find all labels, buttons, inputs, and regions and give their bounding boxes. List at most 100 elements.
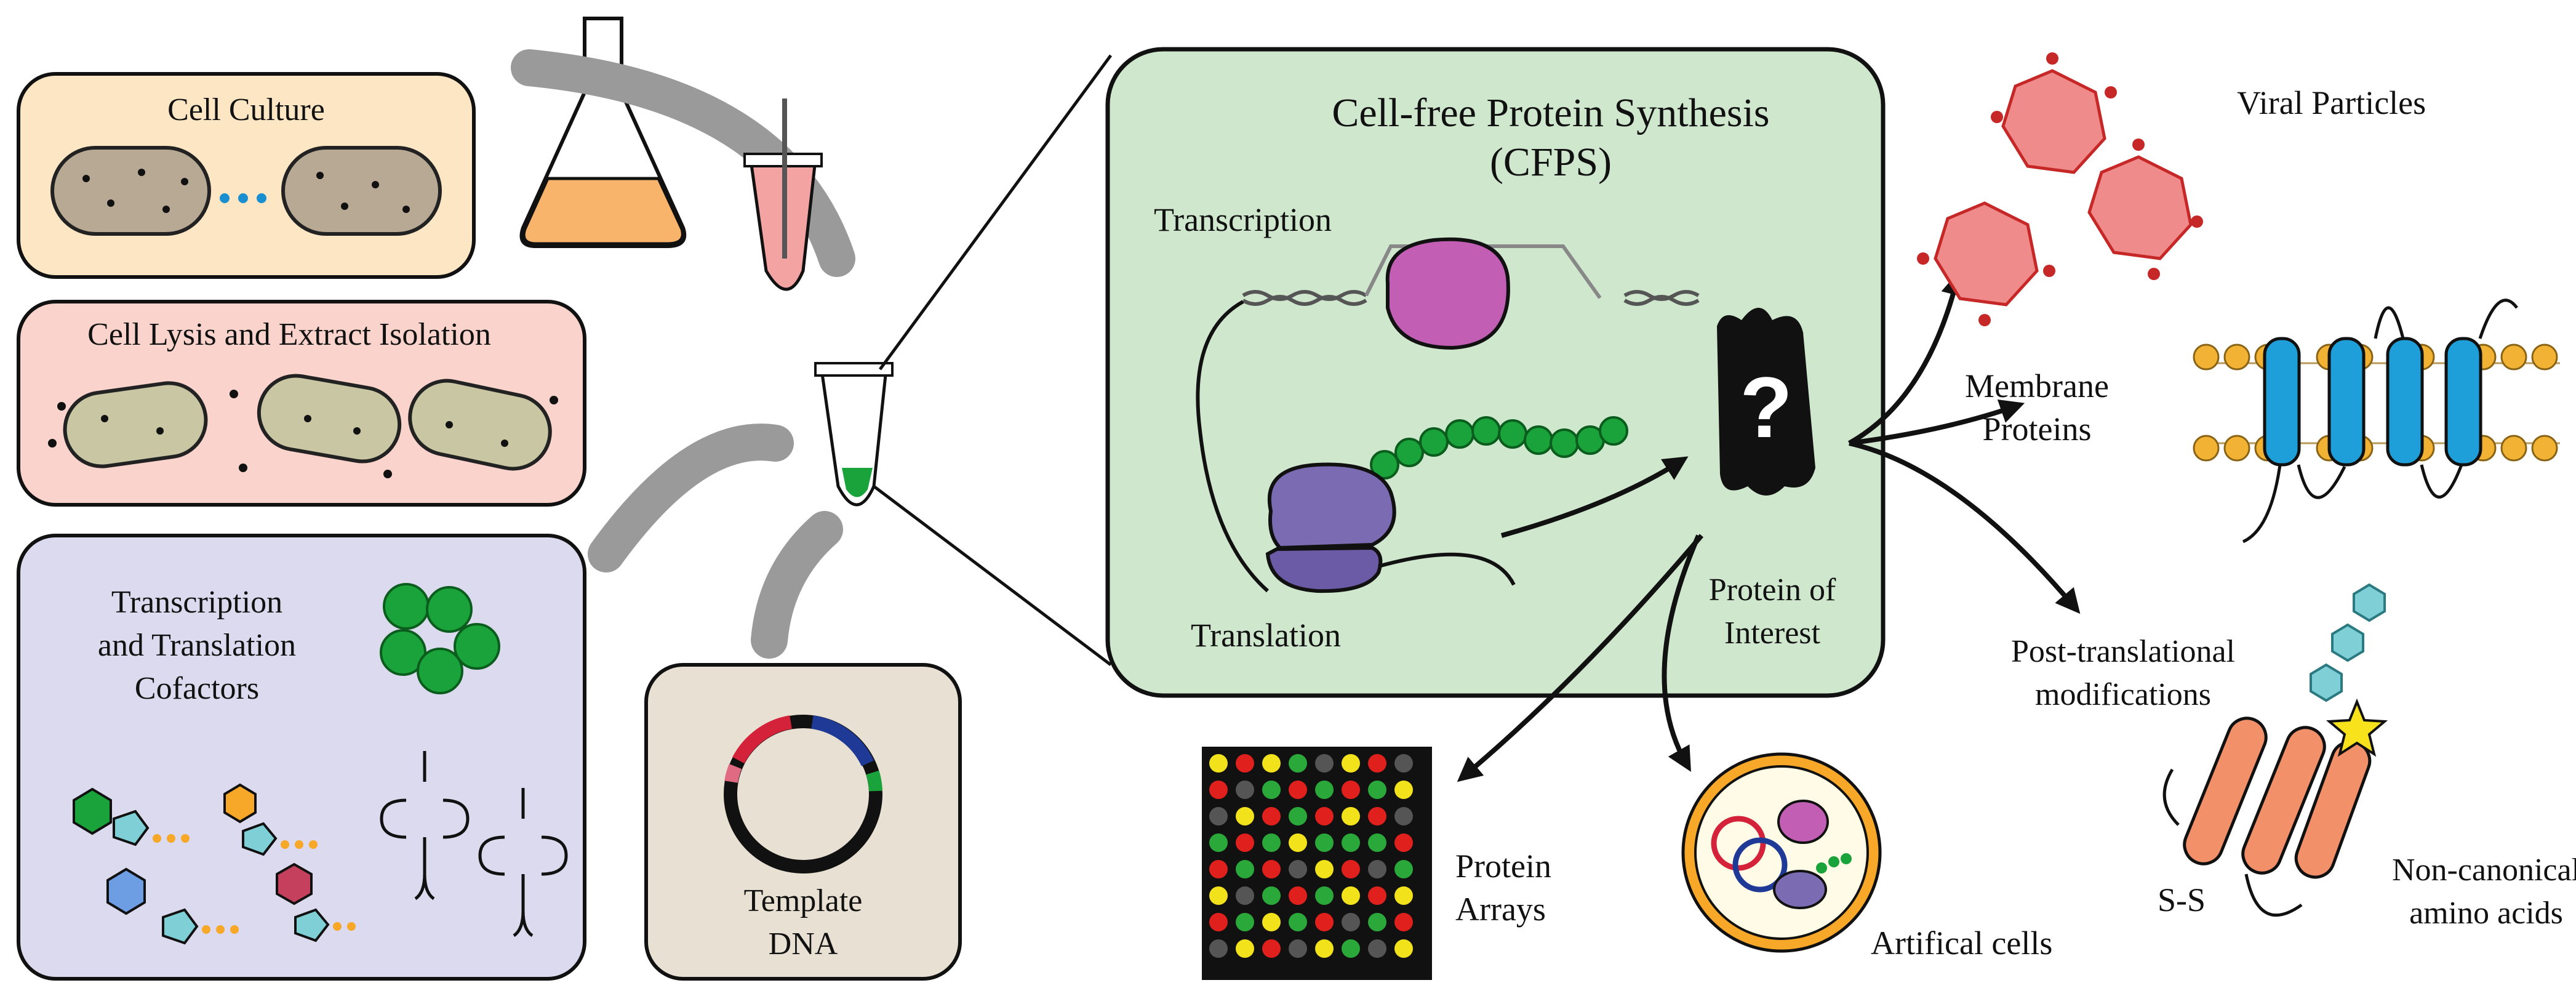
cofactors-label-line3: Cofactors: [135, 671, 259, 706]
cfps-title-line2: (CFPS): [1490, 140, 1612, 185]
artificial-cell-icon: [1681, 752, 1882, 953]
array-spot: [1342, 807, 1360, 825]
array-spot: [1315, 781, 1334, 799]
array-spot: [1262, 754, 1281, 773]
array-spot: [1368, 939, 1386, 958]
ribosome-icon: [1265, 462, 1396, 593]
protein-of-interest-line2: Interest: [1724, 616, 1820, 651]
cell-lysis-label: Cell Lysis and Extract Isolation: [87, 317, 491, 352]
array-spot: [1262, 939, 1281, 958]
array-spot: [1342, 781, 1360, 799]
ptm-label-line1: Post-translational: [2011, 634, 2235, 669]
array-spot: [1262, 833, 1281, 852]
bacterium-left: [50, 146, 211, 236]
array-spot: [1315, 807, 1334, 825]
protein-arrays-line2: Arrays: [1455, 891, 1546, 928]
array-spot: [1315, 860, 1334, 878]
array-spot: [1289, 939, 1307, 958]
array-spot: [1236, 833, 1254, 852]
template-dna-panel: Template DNA: [644, 663, 962, 981]
array-spot: [1209, 807, 1228, 825]
array-spot: [1236, 860, 1254, 878]
array-spot: [1289, 886, 1307, 905]
cfps-panel: Cell-free Protein Synthesis (CFPS) Trans…: [1105, 47, 1886, 698]
array-spot: [1209, 939, 1228, 958]
viral-particles-label: Viral Particles: [2237, 84, 2426, 121]
reaction-tube-icon: [814, 362, 894, 507]
rna-polymerase-icon: [1385, 237, 1510, 350]
application-arrows: [1457, 270, 2081, 782]
membrane-proteins-line1: Membrane: [1965, 367, 2109, 404]
trna-icons: [380, 751, 568, 938]
transcription-label: Transcription: [1154, 201, 1332, 238]
cofactors-panel: Transcription and Translation Cofactors: [17, 534, 586, 981]
array-spot: [1236, 886, 1254, 905]
star-icon: [2326, 698, 2388, 757]
array-spot: [1394, 807, 1413, 825]
protein-of-interest-icon: ?: [1717, 308, 1815, 496]
disulfide-label: S-S: [2158, 882, 2206, 918]
array-spot: [1289, 754, 1307, 773]
glycan-chain-icon: [2310, 583, 2386, 702]
viral-particles-icon: [1917, 52, 2203, 326]
lysate-tube-icon: [743, 98, 823, 291]
array-spot: [1394, 939, 1413, 958]
array-spot: [1368, 886, 1386, 905]
array-spot: [1342, 860, 1360, 878]
array-spot: [1289, 807, 1307, 825]
cfps-title-line1: Cell-free Protein Synthesis: [1332, 90, 1769, 135]
array-spot: [1394, 860, 1413, 878]
non-canonical-line1: Non-canonical: [2392, 853, 2576, 888]
array-spot: [1209, 886, 1228, 905]
arrow-to-protein: [1500, 456, 1689, 538]
array-spot: [1368, 833, 1386, 852]
array-spot: [1236, 807, 1254, 825]
array-spot: [1394, 781, 1413, 799]
array-spot: [1289, 781, 1307, 799]
array-spot: [1236, 913, 1254, 931]
array-spot: [1342, 754, 1360, 773]
membrane-bilayer-icon: [2193, 299, 2560, 544]
question-mark: ?: [1740, 359, 1793, 456]
array-spot: [1394, 754, 1413, 773]
array-spot: [1209, 860, 1228, 878]
array-spot: [1236, 939, 1254, 958]
array-spot: [1368, 754, 1386, 773]
protein-of-interest-line1: Protein of: [1709, 572, 1836, 608]
nucleotide-icons: [73, 783, 356, 945]
array-spot: [1262, 886, 1281, 905]
array-spot: [1315, 939, 1334, 958]
template-dna-label-line2: DNA: [769, 926, 838, 962]
mrna-tail: [1378, 552, 1516, 586]
cell-culture-label: Cell Culture: [167, 92, 325, 127]
protein-array-icon: [1202, 747, 1432, 980]
array-spot: [1289, 913, 1307, 931]
array-spot: [1262, 860, 1281, 878]
membrane-proteins-line2: Proteins: [1982, 411, 2091, 448]
zoom-lines: [873, 54, 1113, 666]
array-spot: [1315, 886, 1334, 905]
array-spot: [1262, 807, 1281, 825]
array-spot: [1342, 939, 1360, 958]
array-spot: [1342, 913, 1360, 931]
translation-label: Translation: [1191, 617, 1341, 654]
array-spot: [1209, 781, 1228, 799]
array-spot: [1289, 833, 1307, 852]
array-spot: [1394, 833, 1413, 852]
non-canonical-line2: amino acids: [2409, 896, 2563, 931]
array-spot: [1368, 781, 1386, 799]
array-spot: [1236, 781, 1254, 799]
cofactors-label-line1: Transcription: [111, 585, 282, 620]
array-spot: [1394, 886, 1413, 905]
bacterium-right: [281, 146, 442, 236]
mrna-strand: [1196, 300, 1269, 593]
amino-acid-beads: [380, 583, 500, 694]
array-spot: [1315, 913, 1334, 931]
array-spot: [1342, 886, 1360, 905]
array-spot: [1236, 754, 1254, 773]
array-spot: [1209, 833, 1228, 852]
peptide-chain: [1370, 416, 1628, 480]
protein-arrays-line1: Protein: [1455, 848, 1551, 885]
ptm-protein-icon: [2162, 698, 2388, 917]
